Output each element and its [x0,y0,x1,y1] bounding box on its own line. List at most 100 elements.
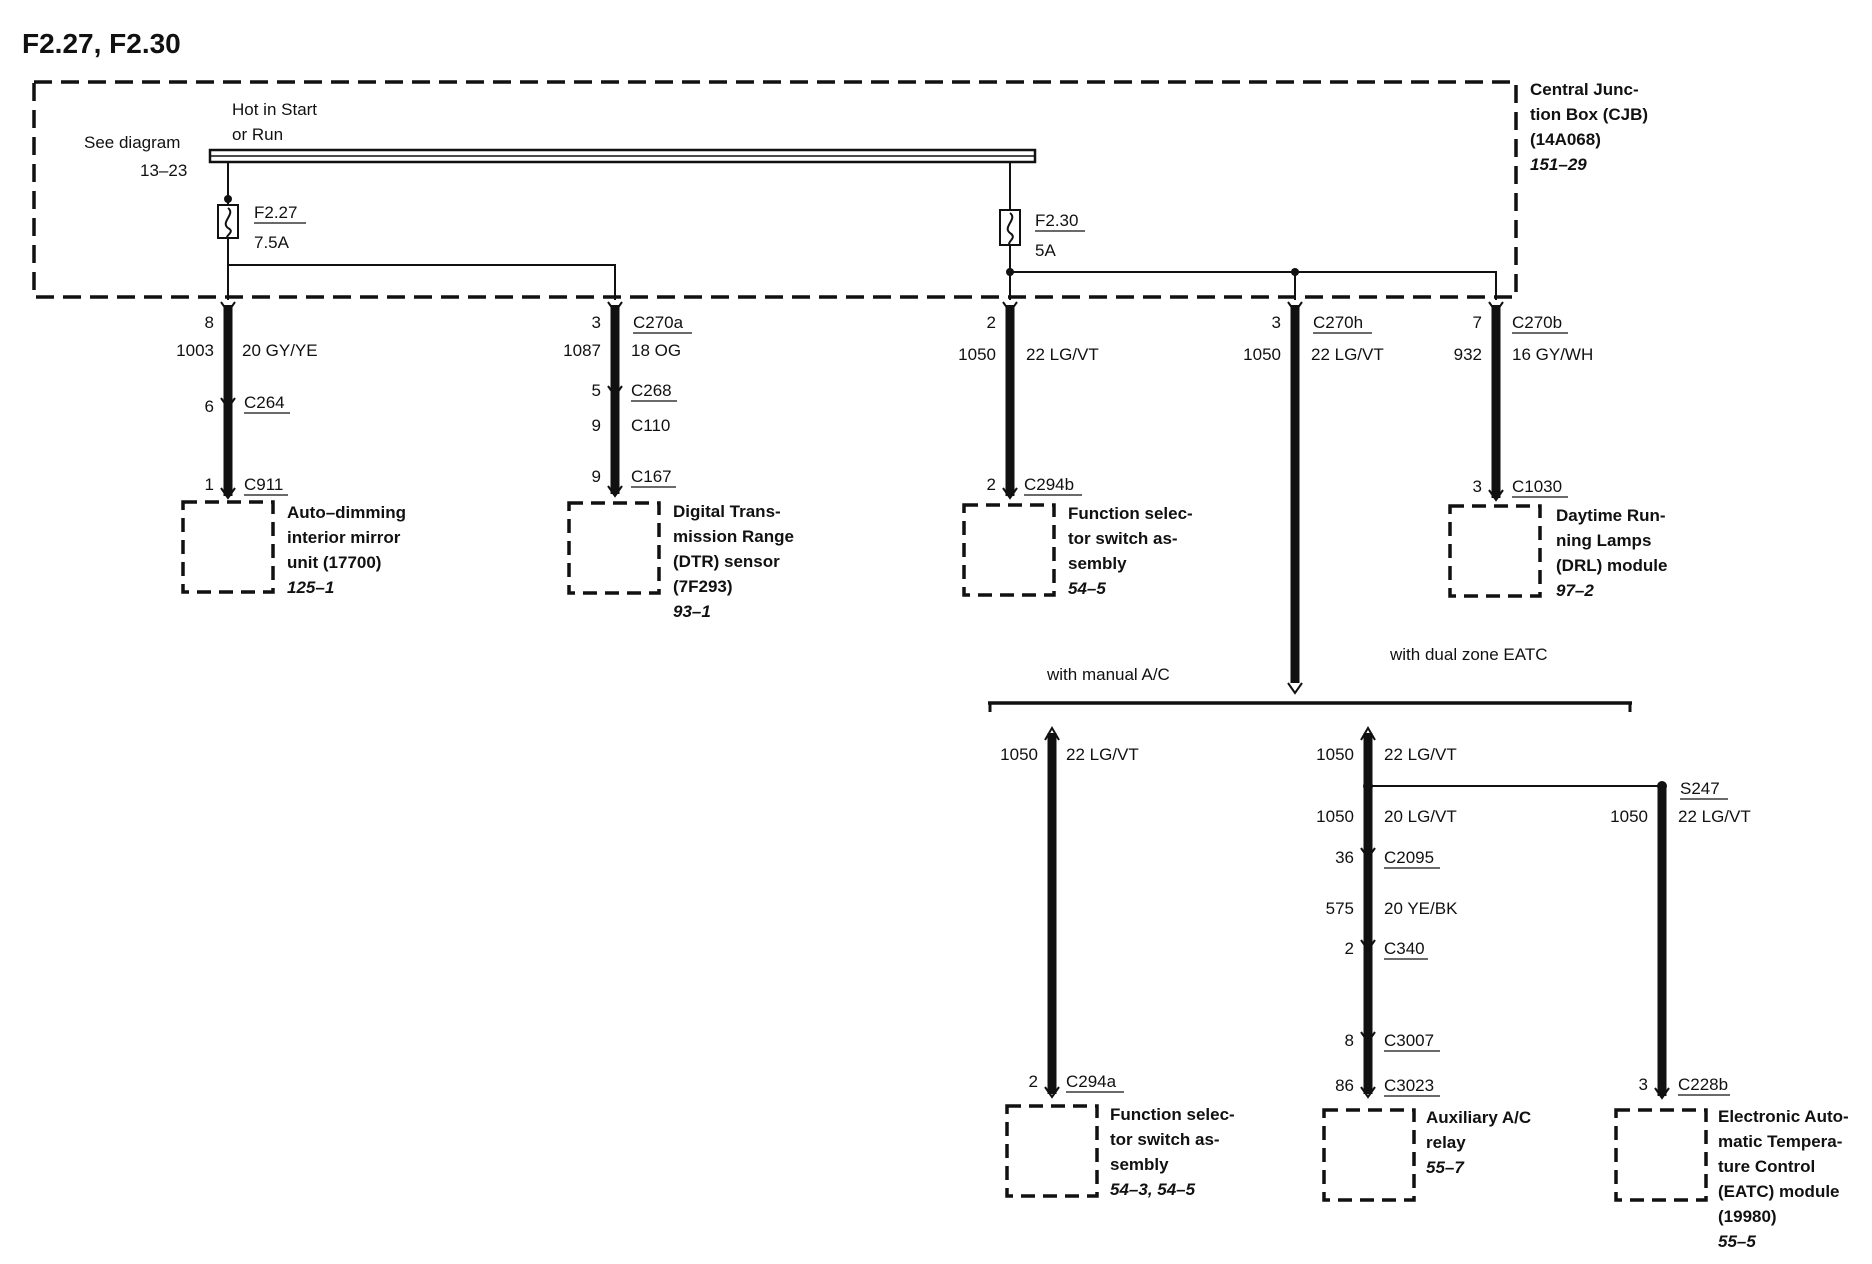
component-name-line: Function selec- [1068,504,1193,523]
cjb-label: Central Junc- tion Box (CJB) (14A068) 15… [1530,80,1648,174]
wire-spec: 22 LG/VT [1026,345,1099,364]
cjb-internal-wire-f230 [1009,245,1497,300]
wire-spec: 22 LG/VT [1311,345,1384,364]
connector-label: C340 [1384,939,1425,958]
connector-label: C270b [1512,313,1562,332]
fuse-icon [999,209,1021,246]
connector-arrow-icon [220,487,236,500]
wire-spec: 20 GY/YE [242,341,318,360]
splice-node [1006,268,1014,276]
component-box-drl [1448,504,1542,598]
connector-arrow-icon [1287,682,1303,695]
wire-spec: 16 GY/WH [1512,345,1593,364]
connector-arrow-icon [1287,301,1303,314]
pin-number: 1 [205,475,214,494]
circuit-number: 932 [1454,345,1482,364]
component-name-line: Daytime Run- [1556,506,1666,525]
component-reference: 55–7 [1426,1158,1465,1177]
cjb-name-line: Central Junc- [1530,80,1639,99]
connector-arrow-icon [1654,1087,1670,1100]
pin-number: 7 [1473,313,1482,332]
wire-spec: 18 OG [631,341,681,360]
circuit-number: 1050 [1243,345,1281,364]
component-name-line: interior mirror [287,528,401,547]
component-reference: 125–1 [287,578,334,597]
cjb-outline [32,80,1518,299]
fuse-icon [217,204,239,239]
fuse-f227-name: F2.27 [254,203,297,222]
connector-arrow-icon [1360,726,1376,741]
component-reference: 54–3, 54–5 [1110,1180,1196,1199]
wire-spec: 22 LG/VT [1678,807,1751,826]
component-name-line: Auxiliary A/C [1426,1108,1531,1127]
fuse-element-icon [224,207,232,239]
fuse-f230-name: F2.30 [1035,211,1078,230]
option-label-dual-zone-eatc: with dual zone EATC [1389,645,1547,664]
component-name-line: sembly [1110,1155,1169,1174]
splice-node [1291,268,1299,276]
connector-arrow-icon [1360,1031,1376,1044]
component-name-line: relay [1426,1133,1466,1152]
pin-number: 36 [1335,848,1354,867]
connector-arrow-icon [607,485,623,498]
splice-node [1363,781,1373,791]
pin-number: 3 [1272,313,1281,332]
component-name-line: ning Lamps [1556,531,1651,550]
connector-arrow-icon [1360,847,1376,860]
cjb-reference: 151–29 [1530,155,1587,174]
component-name-line: sembly [1068,554,1127,573]
component-box-fss-b [962,503,1056,597]
component-name-line: tor switch as- [1110,1130,1220,1149]
cjb-name-line: tion Box (CJB) [1530,105,1648,124]
connector-arrow-icon [1488,489,1504,502]
circuit-number: 1050 [1316,745,1354,764]
fuse-f227-node [224,195,232,203]
page-title: F2.27, F2.30 [22,28,181,59]
connector-label: C268 [631,381,672,400]
circuit-number: 1003 [176,341,214,360]
connector-label: C270h [1313,313,1363,332]
circuit-number: 1050 [1610,807,1648,826]
connector-label: C3023 [1384,1076,1434,1095]
component-name-line: ture Control [1718,1157,1815,1176]
power-label-line: Hot in Start [232,100,317,119]
wire-spec: 22 LG/VT [1066,745,1139,764]
see-diagram-label: See diagram [84,133,180,152]
component-name-line: mission Range [673,527,794,546]
component-box-aux-ac-relay [1322,1108,1416,1202]
wire-spec: 22 LG/VT [1384,745,1457,764]
pin-number: 86 [1335,1076,1354,1095]
connector-label: C167 [631,467,672,486]
component-name-line: matic Tempera- [1718,1132,1842,1151]
component-name-line: Digital Trans- [673,502,781,521]
circuit-number: 1050 [958,345,996,364]
component-box-dtr [567,501,661,595]
circuit-number: 1050 [1000,745,1038,764]
connector-label: C3007 [1384,1031,1434,1050]
connector-arrow-icon [1488,301,1504,314]
component-reference: 93–1 [673,602,711,621]
pin-number: 8 [205,313,214,332]
circuit-number: 575 [1326,899,1354,918]
see-diagram-reference: 13–23 [140,161,187,180]
component-name-line: (EATC) module [1718,1182,1840,1201]
component-name-line: Auto–dimming [287,503,406,522]
connector-arrow-icon [1360,1086,1376,1099]
circuit-number: 1050 [1316,807,1354,826]
pin-number: 6 [205,397,214,416]
connector-label: C110 [631,416,670,435]
pin-number: 5 [592,381,601,400]
pin-number: 3 [592,313,601,332]
fuse-element-icon [1006,212,1014,246]
component-reference: 54–5 [1068,579,1106,598]
connector-label: C1030 [1512,477,1562,496]
splice-label: S247 [1680,779,1720,798]
component-name-line: (DRL) module [1556,556,1667,575]
pin-number: 3 [1473,477,1482,496]
cjb-name-line: (14A068) [1530,130,1601,149]
wire-spec: 20 LG/VT [1384,807,1457,826]
component-name-line: (7F293) [673,577,733,596]
option-label-manual-ac: with manual A/C [1046,665,1170,684]
connector-label: C264 [244,393,285,412]
